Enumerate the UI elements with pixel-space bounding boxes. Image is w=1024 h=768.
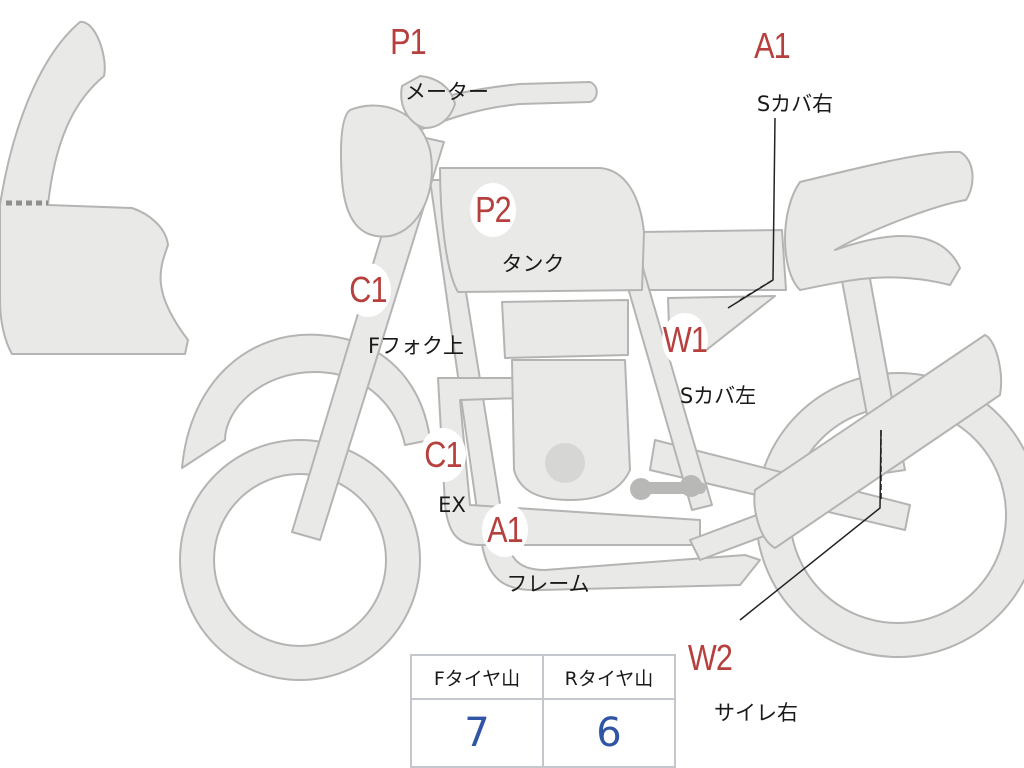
label-meter: メーター	[405, 80, 489, 104]
rear-tire-header: Rタイヤ山	[542, 654, 676, 700]
front-wheel-inner	[213, 473, 387, 647]
marker-a1-upper[interactable]: A1	[749, 19, 795, 73]
leader-line-a1-upper-dash	[739, 279, 774, 301]
footpeg-end-left	[630, 478, 652, 500]
engine-block	[511, 359, 631, 501]
front-wheel	[180, 440, 420, 680]
front-fork	[291, 134, 445, 541]
label-exhaust: EX	[438, 493, 466, 517]
meter	[400, 75, 456, 129]
engine-cover	[545, 443, 585, 483]
marker-c1-upper[interactable]: C1	[345, 263, 391, 317]
frame-lower-rail	[437, 377, 701, 546]
handlebar	[409, 81, 598, 131]
label-tank: タンク	[501, 252, 565, 276]
label-side-cover-left: Sカバ左	[679, 384, 757, 408]
marker-a1-lower[interactable]: A1	[482, 503, 528, 557]
seat	[784, 150, 974, 291]
marker-p2[interactable]: P2	[470, 183, 516, 237]
engine-head	[501, 299, 629, 359]
leader-line-w2	[739, 429, 882, 621]
tire-tread-table: Fタイヤ山 Rタイヤ山 7 6	[410, 654, 676, 768]
footpeg-end-right	[680, 475, 702, 497]
front-wheel-outer	[179, 439, 421, 681]
label-front-fork-upper: Fフォク上	[367, 334, 465, 358]
muffler	[753, 334, 1002, 549]
marker-w1[interactable]: W1	[662, 313, 708, 367]
marker-w2[interactable]: W2	[687, 631, 733, 685]
rear-tire-value: 6	[542, 698, 676, 768]
label-silencer-right: サイレ右	[714, 701, 798, 725]
front-tire-header: Fタイヤ山	[410, 654, 544, 700]
label-frame: フレーム	[506, 572, 590, 596]
marker-p1[interactable]: P1	[385, 15, 431, 69]
front-tire-value: 7	[410, 698, 544, 768]
marker-c1-lower[interactable]: C1	[420, 428, 466, 482]
fairing-part	[0, 21, 189, 355]
side-cover-panel	[639, 229, 787, 291]
label-side-cover-right: Sカバ右	[756, 92, 834, 116]
